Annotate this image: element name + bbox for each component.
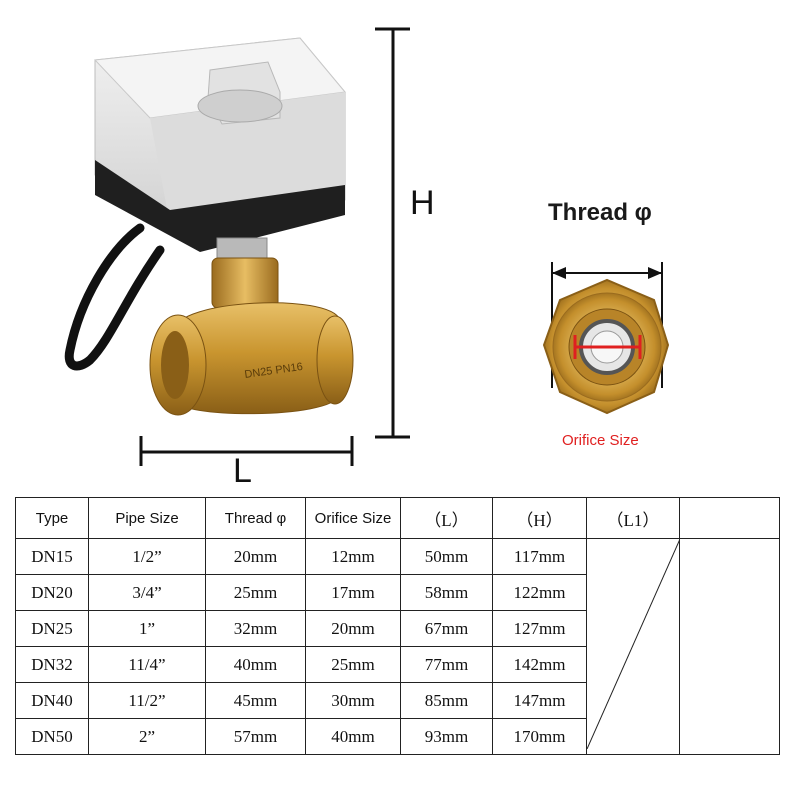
- cell-l: 50mm: [400, 538, 493, 575]
- height-dimension: [375, 27, 410, 439]
- cell-thread: 40mm: [205, 646, 306, 683]
- cell-pipe-size: 3/4”: [88, 574, 206, 611]
- header-h: （H）: [492, 497, 587, 539]
- header-empty: [679, 497, 780, 539]
- cell-h: 127mm: [492, 610, 587, 647]
- cell-orifice: 30mm: [305, 682, 401, 719]
- header-l1: （L1）: [586, 497, 680, 539]
- orifice-caption: Orifice Size: [562, 432, 639, 449]
- table-row: DN40 11/2” 45mm 30mm 85mm 147mm: [15, 682, 780, 719]
- cell-type: DN40: [15, 682, 89, 719]
- table-row: DN50 2” 57mm 40mm 93mm 170mm: [15, 718, 780, 755]
- length-dimension: [139, 436, 354, 466]
- cell-thread: 20mm: [205, 538, 306, 575]
- cell-l: 58mm: [400, 574, 493, 611]
- table-header-row: Type Pipe Size Thread φ Orifice Size （L）…: [15, 497, 780, 539]
- table-row: DN20 3/4” 25mm 17mm 58mm 122mm: [15, 574, 780, 611]
- cell-thread: 45mm: [205, 682, 306, 719]
- valve-illustration: DN25 PN16: [64, 27, 670, 466]
- header-l: （L）: [400, 497, 493, 539]
- cell-type: DN15: [15, 538, 89, 575]
- cell-l1-merged: [586, 538, 680, 755]
- header-type: Type: [15, 497, 89, 539]
- cell-h: 122mm: [492, 574, 587, 611]
- table-row: DN15 1/2” 20mm 12mm 50mm 117mm: [15, 538, 780, 755]
- cell-orifice: 25mm: [305, 646, 401, 683]
- header-pipe-size: Pipe Size: [88, 497, 206, 539]
- valve-stem: [211, 237, 279, 309]
- cell-l: 93mm: [400, 718, 493, 755]
- actuator: [93, 37, 346, 252]
- cell-thread: 57mm: [205, 718, 306, 755]
- header-thread: Thread φ: [205, 497, 306, 539]
- cell-orifice: 40mm: [305, 718, 401, 755]
- cell-thread: 25mm: [205, 574, 306, 611]
- cell-h: 147mm: [492, 682, 587, 719]
- cell-l: 85mm: [400, 682, 493, 719]
- brass-valve-body: DN25 PN16: [149, 302, 354, 416]
- cell-orifice: 17mm: [305, 574, 401, 611]
- cell-pipe-size: 1”: [88, 610, 206, 647]
- power-cable: [64, 223, 165, 371]
- cell-thread: 32mm: [205, 610, 306, 647]
- cell-type: DN50: [15, 718, 89, 755]
- cell-type: DN25: [15, 610, 89, 647]
- cell-empty-merged: [679, 538, 780, 755]
- spec-table: Type Pipe Size Thread φ Orifice Size （L）…: [15, 497, 780, 755]
- cell-h: 142mm: [492, 646, 587, 683]
- height-label: H: [410, 184, 435, 222]
- table-row: DN25 1” 32mm 20mm 67mm 127mm: [15, 610, 780, 647]
- cell-orifice: 12mm: [305, 538, 401, 575]
- cell-orifice: 20mm: [305, 610, 401, 647]
- cell-pipe-size: 2”: [88, 718, 206, 755]
- cell-pipe-size: 1/2”: [88, 538, 206, 575]
- cell-l: 67mm: [400, 610, 493, 647]
- cell-type: DN20: [15, 574, 89, 611]
- cell-l: 77mm: [400, 646, 493, 683]
- thread-end-view: [542, 262, 670, 415]
- cell-h: 170mm: [492, 718, 587, 755]
- thread-title: Thread φ: [548, 199, 652, 226]
- cell-pipe-size: 11/2”: [88, 682, 206, 719]
- length-label: L: [233, 452, 252, 490]
- cell-pipe-size: 11/4”: [88, 646, 206, 683]
- table-row: DN32 11/4” 40mm 25mm 77mm 142mm: [15, 646, 780, 683]
- cell-h: 117mm: [492, 538, 587, 575]
- diagonal-line: [587, 539, 680, 749]
- header-orifice-size: Orifice Size: [305, 497, 401, 539]
- cell-type: DN32: [15, 646, 89, 683]
